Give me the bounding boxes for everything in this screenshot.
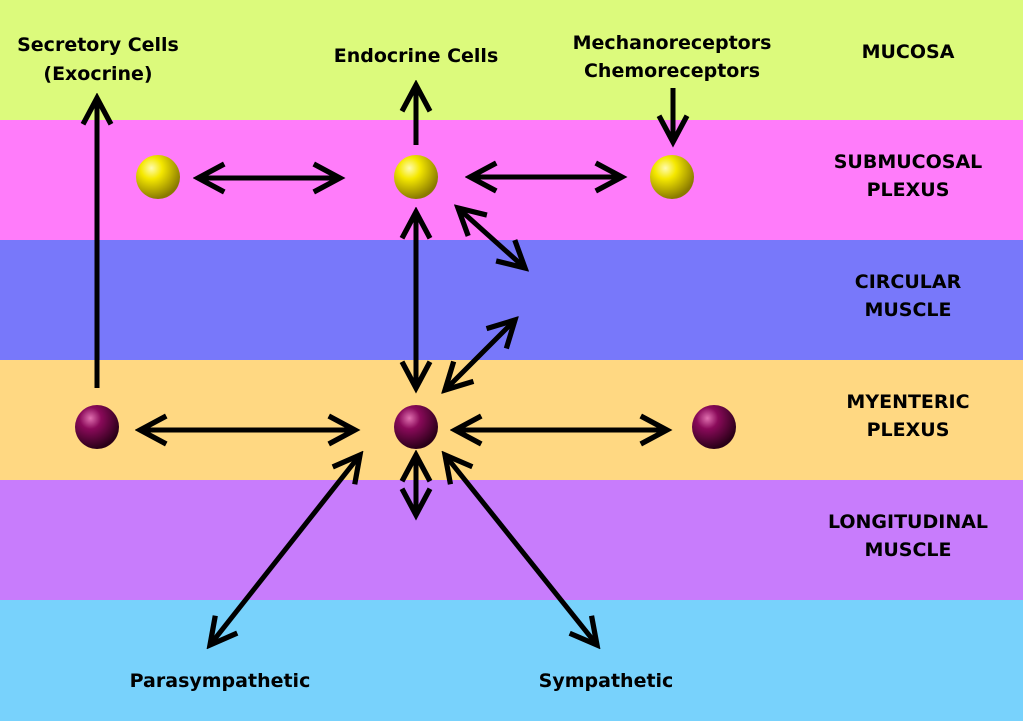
layer-label-longitudinal-muscle: LONGITUDINAL [828,511,988,533]
submucosal-neuron [136,155,180,199]
submucosal-neuron [650,155,694,199]
sympathetic-label: Sympathetic [539,670,674,692]
submucosal-circular-arrow [458,208,525,268]
myenteric-neuron [394,405,438,449]
layer-label-myenteric-plexus: MYENTERIC [846,391,969,413]
secretory-label-line1: Secretory Cells [17,34,179,56]
layer-label-submucosal-plexus: SUBMUCOSAL [834,151,983,173]
secretory-label-line2: (Exocrine) [43,63,152,85]
mechanoreceptors-label: Mechanoreceptors [573,32,772,54]
chemoreceptors-label: Chemoreceptors [584,60,760,82]
endocrine-cells-label: Endocrine Cells [334,45,499,67]
layer-label-circular-muscle: CIRCULAR [855,271,962,293]
myenteric-circular-arrow [445,320,515,390]
layer-label-myenteric-plexus: PLEXUS [867,419,950,441]
layer-band-external [0,600,1023,721]
submucosal-neuron [394,155,438,199]
myenteric-neuron [692,405,736,449]
secretory-cells-label: Secretory Cells (Exocrine) [17,34,179,85]
sympathetic-arrow [445,455,597,645]
layer-label-circular-muscle: MUSCLE [864,299,951,321]
parasympathetic-arrow [210,455,360,645]
myenteric-neuron [75,405,119,449]
layer-band-mucosa [0,0,1023,120]
parasympathetic-label: Parasympathetic [130,670,311,692]
layer-label-submucosal-plexus: PLEXUS [867,179,950,201]
receptors-label: Mechanoreceptors Chemoreceptors [573,32,772,82]
layer-label-longitudinal-muscle: MUSCLE [864,539,951,561]
layer-label-mucosa: MUCOSA [862,41,955,63]
